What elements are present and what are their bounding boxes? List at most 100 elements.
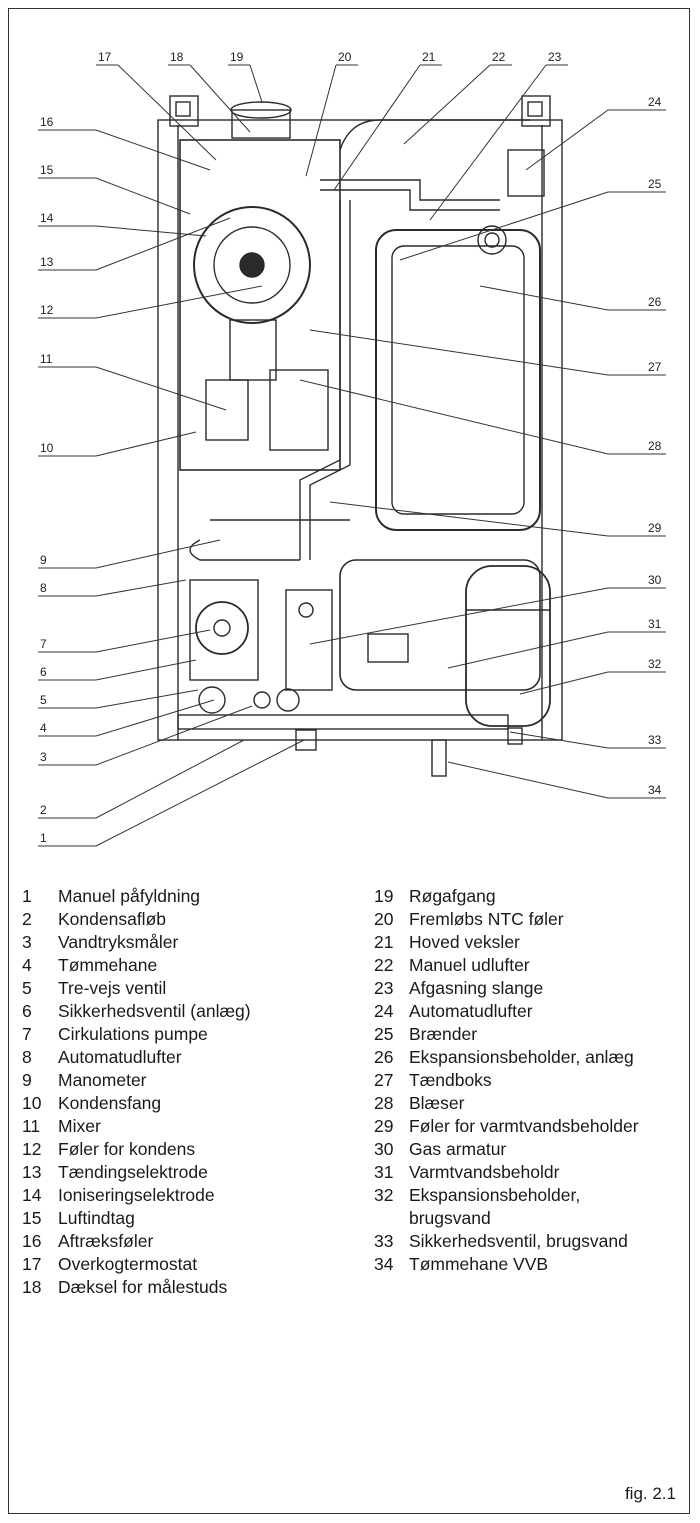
legend-label: Tre-vejs ventil — [58, 978, 167, 998]
callout-23: 23 — [548, 50, 562, 64]
legend-item: 16 Aftræksføler — [22, 1230, 251, 1253]
legend-label: Cirkulations pumpe — [58, 1024, 208, 1044]
legend-number: 29 — [374, 1116, 394, 1136]
callout-32: 32 — [648, 657, 662, 671]
callout-27: 27 — [648, 360, 662, 374]
legend-number: 23 — [374, 978, 394, 998]
callout-4: 4 — [40, 721, 47, 735]
callout-1: 1 — [40, 831, 47, 845]
legend-label: Røgafgang — [409, 886, 496, 906]
legend-label: Dæksel for målestuds — [58, 1277, 228, 1297]
legend-number: 3 — [22, 932, 32, 952]
legend-item: 3 Vandtryksmåler — [22, 931, 251, 954]
legend-label: Gas armatur — [409, 1139, 507, 1159]
legend-label: Brænder — [409, 1024, 478, 1044]
legend-number: 1 — [22, 886, 32, 906]
legend-item: 4 Tømmehane — [22, 954, 251, 977]
legend-label: Fremløbs NTC føler — [409, 909, 564, 929]
legend-item: 19 Røgafgang — [374, 885, 639, 908]
legend-number: 33 — [374, 1231, 394, 1251]
callout-22: 22 — [492, 50, 506, 64]
legend-label: Manuel påfyldning — [58, 886, 201, 906]
legend-label: Aftræksføler — [58, 1231, 154, 1251]
callout-29: 29 — [648, 521, 662, 535]
legend-number: 32 — [374, 1185, 394, 1205]
legend-label: Manuel udlufter — [409, 955, 530, 975]
legend-label: Tømmehane — [58, 955, 158, 975]
legend-number: 18 — [22, 1277, 42, 1297]
legend-number: 11 — [22, 1116, 41, 1136]
legend-number: 4 — [22, 955, 32, 975]
figure-caption: fig. 2.1 — [624, 1484, 676, 1503]
legend-item: 32 Ekspansionsbeholder, brugsvand — [374, 1184, 639, 1230]
legend-number: 16 — [22, 1231, 42, 1251]
legend-number: 2 — [22, 909, 32, 929]
legend-label: Sikkerhedsventil (anlæg) — [58, 1001, 251, 1021]
legend-label: Luftindtag — [58, 1208, 135, 1228]
callout-31: 31 — [648, 617, 662, 631]
callout-26: 26 — [648, 295, 662, 309]
legend-number: 21 — [374, 932, 394, 952]
callout-12: 12 — [40, 303, 54, 317]
legend-item: 13 Tændingselektrode — [22, 1161, 251, 1184]
legend-item: 5 Tre-vejs ventil — [22, 977, 251, 1000]
legend-number: 26 — [374, 1047, 394, 1067]
legend-label: Varmtvandsbeholdr — [409, 1162, 560, 1182]
legend-label: Føler for kondens — [58, 1139, 196, 1159]
callout-34: 34 — [648, 783, 662, 797]
callout-17: 17 — [98, 50, 112, 64]
legend-label: Føler for varmtvandsbeholder — [409, 1116, 639, 1136]
callout-numbers: 17 18 19 20 21 22 23 16 15 14 13 12 11 1… — [40, 50, 662, 845]
legend-number: 19 — [374, 886, 394, 906]
callout-18: 18 — [170, 50, 184, 64]
legend-label: Hoved veksler — [409, 932, 520, 952]
boiler-drawing — [157, 95, 563, 777]
callout-7: 7 — [40, 637, 47, 651]
callout-10: 10 — [40, 441, 54, 455]
callout-19: 19 — [230, 50, 244, 64]
legend-number: 5 — [22, 978, 32, 998]
legend-item: 26 Ekspansionsbeholder, anlæg — [374, 1046, 639, 1069]
callout-24: 24 — [648, 95, 662, 109]
legend-item: 15 Luftindtag — [22, 1207, 251, 1230]
callout-8: 8 — [40, 581, 47, 595]
legend-number: 15 — [22, 1208, 42, 1228]
callout-33: 33 — [648, 733, 662, 747]
legend-label: Tændingselektrode — [58, 1162, 208, 1182]
legend-number: 22 — [374, 955, 394, 975]
callout-2: 2 — [40, 803, 47, 817]
legend-label: Kondensafløb — [58, 909, 166, 929]
callout-3: 3 — [40, 750, 47, 764]
legend-right-column: 19 Røgafgang 20 Fremløbs NTC føler 21 Hoved v… — [374, 885, 639, 1276]
legend-item: 22 Manuel udlufter — [374, 954, 639, 977]
legend-number: 13 — [22, 1162, 42, 1182]
legend-number: 14 — [22, 1185, 42, 1205]
legend-number: 34 — [374, 1254, 394, 1274]
legend-label: Overkogtermostat — [58, 1254, 198, 1274]
legend-number: 20 — [374, 909, 394, 929]
legend-number: 12 — [22, 1139, 42, 1159]
legend-number: 17 — [22, 1254, 42, 1274]
legend-number: 30 — [374, 1139, 394, 1159]
legend-label: Ekspansionsbeholder, anlæg — [409, 1047, 634, 1067]
callout-28: 28 — [648, 439, 662, 453]
callout-9: 9 — [40, 553, 47, 567]
callout-14: 14 — [40, 211, 54, 225]
legend-label: Ekspansionsbeholder, brugsvand — [409, 1185, 581, 1228]
legend-item: 33 Sikkerhedsventil, brugsvand — [374, 1230, 639, 1253]
legend-label: Blæser — [409, 1093, 465, 1113]
legend-number: 9 — [22, 1070, 32, 1090]
legend-label: Sikkerhedsventil, brugsvand — [409, 1231, 628, 1251]
legend-item: 20 Fremløbs NTC føler — [374, 908, 639, 931]
legend-label: Tømmehane VVB — [409, 1254, 549, 1274]
legend-label: Vandtryksmåler — [58, 932, 179, 952]
